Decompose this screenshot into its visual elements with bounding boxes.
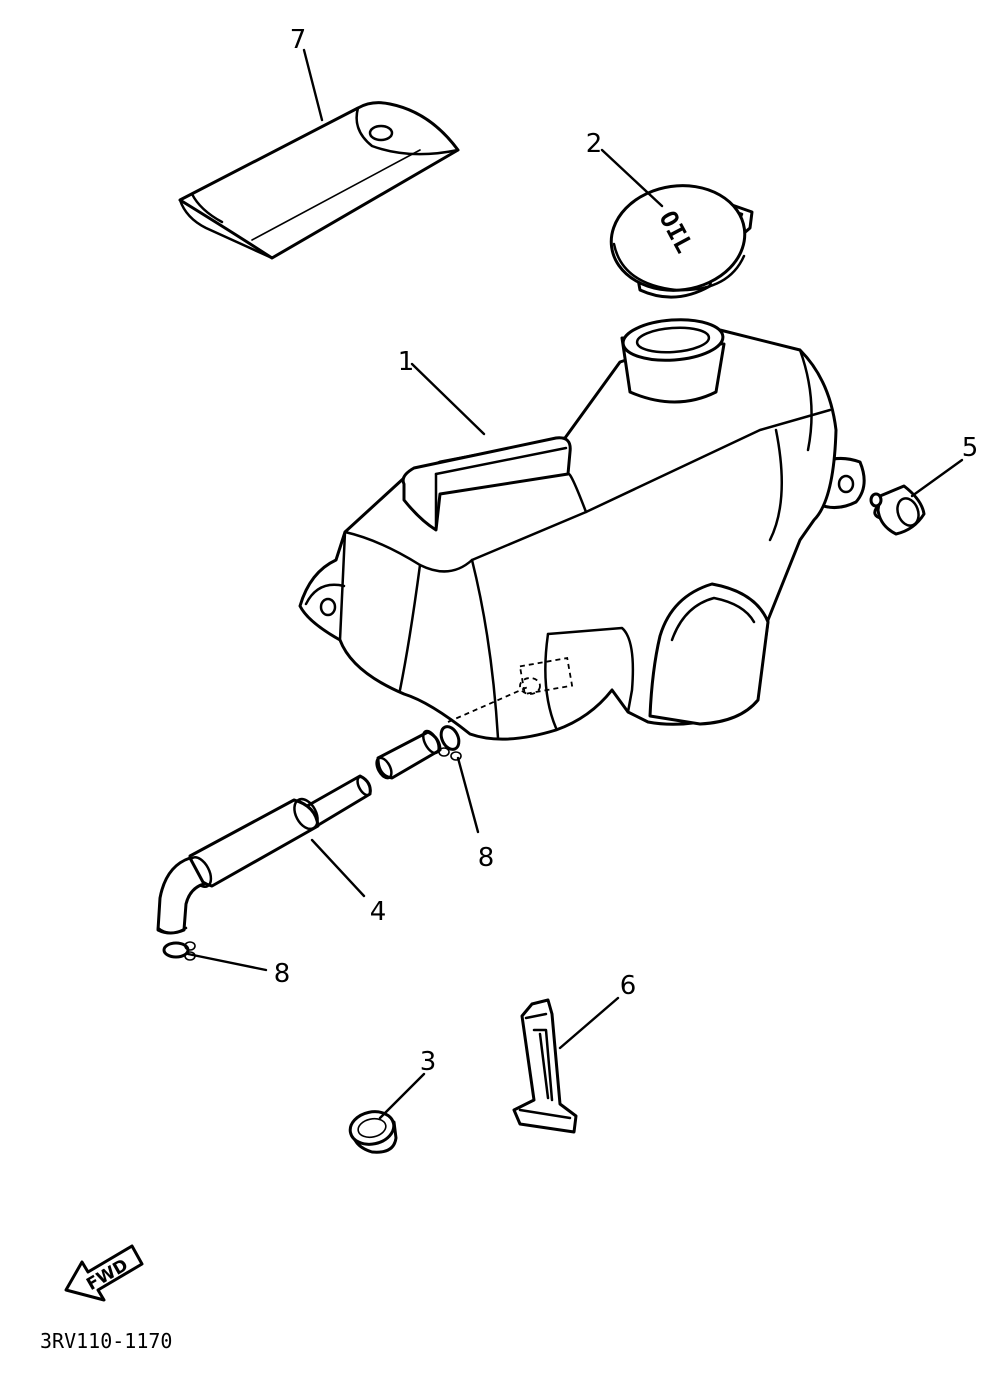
- callout-4: 4: [370, 897, 387, 927]
- part-3-grommet: [348, 1110, 398, 1154]
- leader-lines: [186, 48, 964, 1120]
- callout-2: 2: [586, 129, 603, 159]
- callout-5: 5: [962, 433, 979, 463]
- part-8-clamp-lower: [162, 941, 196, 961]
- part-8-clamp-upper: [438, 725, 462, 761]
- part-4-hose: [156, 729, 442, 935]
- part-7-pouch: [178, 101, 460, 260]
- callout-1: 1: [398, 347, 415, 377]
- part-5-bolt: [869, 484, 926, 536]
- callout-3: 3: [420, 1047, 437, 1077]
- fwd-arrow-icon: FWD: [64, 1244, 144, 1302]
- callout-6: 6: [620, 971, 637, 1001]
- drawing-number: 3RV110-1170: [40, 1329, 172, 1353]
- callout-7: 7: [290, 25, 307, 55]
- part-6-bracket: [512, 998, 578, 1134]
- callout-8-upper: 8: [478, 843, 495, 873]
- callout-numbers: 7 2 1 5 8 4 8 6 3: [274, 25, 979, 1077]
- part-1-oil-tank: [298, 318, 866, 741]
- part-2-oil-cap: OIL: [609, 184, 754, 299]
- callout-8-lower: 8: [274, 959, 291, 989]
